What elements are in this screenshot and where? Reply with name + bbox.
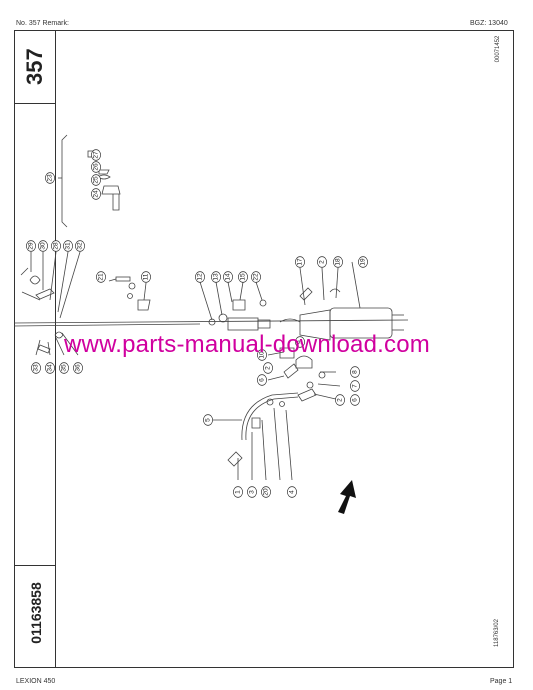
callout-circle bbox=[223, 271, 233, 283]
callout-label: 8 bbox=[352, 370, 359, 374]
callout-label: 17 bbox=[297, 258, 304, 266]
callout-label: 5 bbox=[205, 418, 212, 422]
drawing-frame bbox=[14, 30, 514, 668]
callout-circle bbox=[45, 362, 55, 374]
callout-label: 33 bbox=[33, 364, 40, 372]
callout-circle bbox=[203, 414, 213, 426]
callout-label: 12 bbox=[197, 273, 204, 281]
callout-circle bbox=[31, 362, 41, 374]
callout-label: 2 bbox=[265, 366, 272, 370]
callout-label: 36 bbox=[75, 364, 82, 372]
callout-circle bbox=[358, 256, 368, 268]
callout-circle bbox=[251, 271, 261, 283]
callout-circle bbox=[91, 161, 101, 173]
callout-label: 4 bbox=[289, 490, 296, 494]
callout-circle bbox=[195, 271, 205, 283]
callout-circle bbox=[75, 240, 85, 252]
callout-label: 35 bbox=[61, 364, 68, 372]
callout-label: 22 bbox=[253, 273, 260, 281]
callout-label: 29 bbox=[28, 242, 35, 250]
direction-arrow bbox=[338, 480, 356, 514]
callout-label: 27 bbox=[93, 151, 100, 159]
callout-label: 26 bbox=[93, 163, 100, 171]
callout-label: 19 bbox=[360, 258, 367, 266]
callout-circle bbox=[91, 188, 101, 200]
callout-label: 25 bbox=[93, 176, 100, 184]
callout-circle bbox=[91, 174, 101, 186]
callout-circle bbox=[233, 486, 243, 498]
callout-label: 30 bbox=[40, 242, 47, 250]
callout-circle bbox=[141, 271, 151, 283]
callout-label: 23 bbox=[47, 174, 54, 182]
callout-circle bbox=[211, 271, 221, 283]
callout-label: 7 bbox=[352, 384, 359, 388]
callout-label: 3 bbox=[249, 490, 256, 494]
callout-circle bbox=[350, 366, 360, 378]
bgz-code: BGZ: 13040 bbox=[470, 20, 508, 27]
side-divider-top bbox=[14, 103, 56, 104]
callout-label: 34 bbox=[47, 364, 54, 372]
callout-circle bbox=[247, 486, 257, 498]
callout-circle bbox=[261, 486, 271, 498]
callout-circle bbox=[287, 486, 297, 498]
callout-label: 13 bbox=[213, 273, 220, 281]
callout-label: 15 bbox=[240, 273, 247, 281]
callout-label: 2 bbox=[319, 260, 326, 264]
callout-label: 24 bbox=[93, 190, 100, 198]
callout-label: 2 bbox=[337, 398, 344, 402]
callout-label: 21 bbox=[98, 273, 105, 281]
callout-circle bbox=[38, 240, 48, 252]
callout-circle bbox=[350, 394, 360, 406]
callout-label: 9 bbox=[297, 340, 304, 344]
callout-label: 14 bbox=[225, 273, 232, 281]
model-name: LEXION 450 bbox=[16, 678, 56, 685]
callout-label: 20 bbox=[263, 488, 270, 496]
group-bracket-top bbox=[61, 134, 68, 228]
side-divider-bottom bbox=[14, 565, 56, 566]
callout-label: 10 bbox=[259, 351, 266, 359]
callout-label: 32 bbox=[77, 242, 84, 250]
callout-label: 6 bbox=[352, 398, 359, 402]
callout-circle bbox=[96, 271, 106, 283]
callout-label: 1 bbox=[235, 490, 242, 494]
watermark-url: www.parts-manual-download.com bbox=[64, 331, 430, 358]
callout-circle bbox=[350, 380, 360, 392]
callout-circle bbox=[333, 256, 343, 268]
callout-label: 28 bbox=[53, 242, 60, 250]
callout-circle bbox=[26, 240, 36, 252]
callout-label: 6 bbox=[259, 378, 266, 382]
callout-circle bbox=[295, 336, 305, 348]
callout-circle bbox=[295, 256, 305, 268]
callout-circle bbox=[59, 362, 69, 374]
callout-circle bbox=[91, 149, 101, 161]
side-column bbox=[14, 30, 56, 668]
sheet-remark: No. 357 Remark: bbox=[16, 20, 69, 27]
callout-circle bbox=[238, 271, 248, 283]
page-label: Page 1 bbox=[490, 678, 513, 685]
callout-circle bbox=[63, 240, 73, 252]
callout-circle bbox=[45, 172, 55, 184]
callout-label: 11 bbox=[143, 273, 150, 280]
callout-label: 31 bbox=[65, 242, 72, 250]
callout-circle bbox=[257, 349, 267, 361]
callout-circle bbox=[263, 362, 273, 374]
callout-label: 18 bbox=[335, 258, 342, 266]
callout-circle bbox=[257, 374, 267, 386]
callout-circle bbox=[317, 256, 327, 268]
callout-circle bbox=[335, 394, 345, 406]
callout-circle bbox=[51, 240, 61, 252]
callout-circle bbox=[73, 362, 83, 374]
